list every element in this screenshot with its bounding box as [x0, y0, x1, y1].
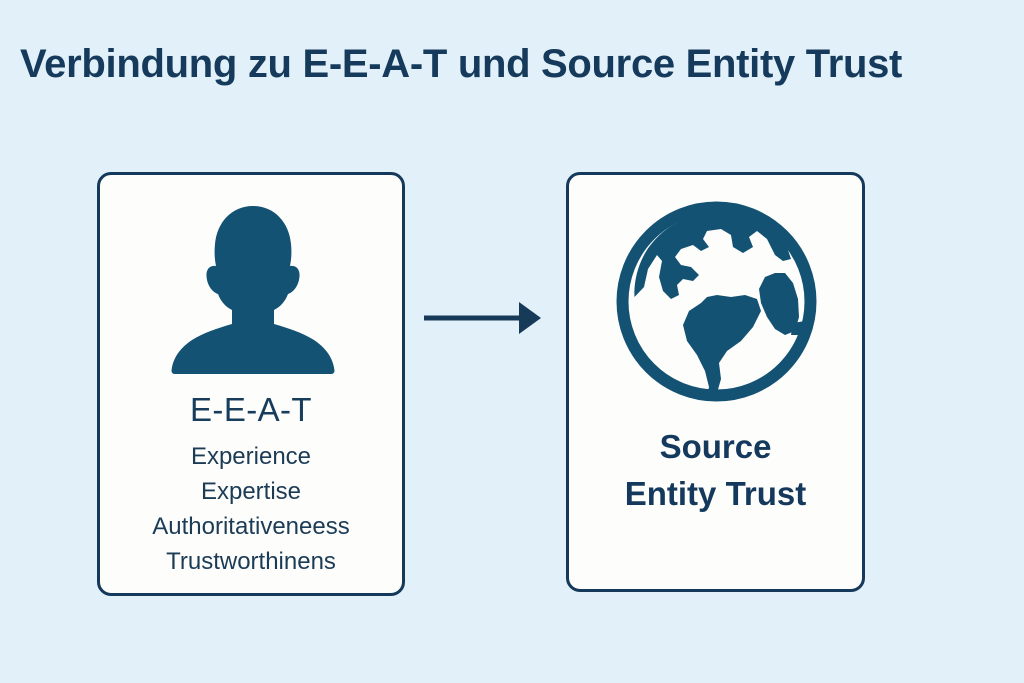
eeat-item-experience: Experience — [190, 443, 312, 470]
card-eeat: E-E-A-T Experience Expertise Authoritati… — [97, 172, 405, 596]
globe-icon — [615, 199, 818, 404]
eeat-item-expertise: Expertise — [200, 478, 302, 505]
eeat-item-authoritativeness: Authoritativeneess — [152, 513, 350, 540]
source-entity-trust-title: Source Entity Trust — [569, 423, 862, 517]
eeat-item-trustworthiness: Trustworthinens — [166, 548, 336, 575]
source-title-line2: Entity Trust — [624, 475, 807, 512]
card-source-entity-trust: Source Entity Trust — [566, 172, 865, 592]
eeat-item-list: Experience Expertise Authoritativeneess … — [100, 439, 402, 579]
page-title: Verbindung zu E-E-A-T und Source Entity … — [20, 42, 903, 86]
source-title-line1: Source — [659, 428, 772, 465]
person-silhouette-icon — [170, 206, 336, 374]
arrow-right-icon — [418, 296, 548, 342]
eeat-heading: E-E-A-T — [190, 391, 312, 428]
